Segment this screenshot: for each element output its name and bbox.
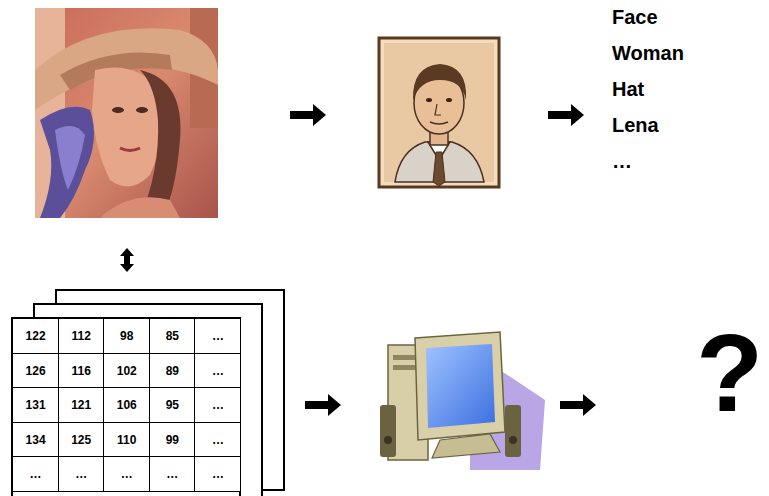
pixel-value: 95 [166, 398, 179, 412]
pixel-value: 89 [166, 364, 179, 378]
table-cell: 110 [103, 422, 150, 458]
keyword: Face [612, 6, 658, 29]
pixel-value: 98 [120, 329, 133, 343]
table-cell: 125 [58, 422, 105, 458]
keyword: Lena [612, 114, 659, 137]
pixel-value: … [30, 467, 42, 481]
table-cell: … [194, 456, 241, 492]
table-cell: 99 [149, 422, 196, 458]
table-cell: 89 [149, 353, 196, 389]
pixel-value: 110 [117, 433, 136, 447]
pixel-value: … [75, 467, 87, 481]
pixel-value: 102 [117, 364, 137, 378]
pixel-value: 126 [26, 364, 46, 378]
pixel-value: … [166, 467, 178, 481]
pixel-value: … [121, 467, 133, 481]
table-cell: 131 [12, 387, 59, 423]
table-cell: … [103, 456, 150, 492]
keyword: Hat [612, 78, 644, 101]
pixel-value: 99 [166, 433, 179, 447]
pixel-value: 125 [71, 433, 91, 447]
pixel-value: 85 [166, 329, 179, 343]
table-cell: 98 [103, 318, 150, 354]
table-cell: 116 [58, 353, 105, 389]
table-cell: 121 [58, 387, 105, 423]
table-cell: 102 [103, 353, 150, 389]
pixel-value: … [212, 433, 224, 447]
table-cell: … [194, 422, 241, 458]
pixel-value: … [212, 364, 224, 378]
table-cell: 134 [12, 422, 59, 458]
pixel-value: 116 [71, 364, 90, 378]
sheet [12, 290, 284, 496]
pixel-value: 121 [71, 398, 91, 412]
pixel-value: 134 [26, 433, 46, 447]
table-cell: … [194, 353, 241, 389]
table-cell: 106 [103, 387, 150, 423]
pixel-value: 131 [26, 398, 46, 412]
table-cell: … [194, 318, 241, 354]
table-cell: 112 [58, 318, 105, 354]
table-cell: 95 [149, 387, 196, 423]
pixel-value: 112 [71, 329, 90, 343]
pixel-value: 122 [26, 329, 46, 343]
table-cell: … [194, 387, 241, 423]
table-cell: 85 [149, 318, 196, 354]
pixel-value: … [212, 398, 224, 412]
keyword: Woman [612, 42, 684, 65]
table-cell: … [149, 456, 196, 492]
person-sketch [379, 38, 499, 187]
pixel-value: 106 [117, 398, 137, 412]
question-mark: ? [696, 318, 763, 428]
photo [35, 8, 218, 218]
table-cell: … [12, 456, 59, 492]
table-cell: 122 [12, 318, 59, 354]
pixel-value: … [212, 467, 224, 481]
computer-icon [380, 332, 545, 470]
arrow [120, 104, 596, 416]
table-cell: 126 [12, 353, 59, 389]
pixel-value: … [212, 329, 224, 343]
keyword: … [612, 150, 632, 173]
table-cell: … [58, 456, 105, 492]
